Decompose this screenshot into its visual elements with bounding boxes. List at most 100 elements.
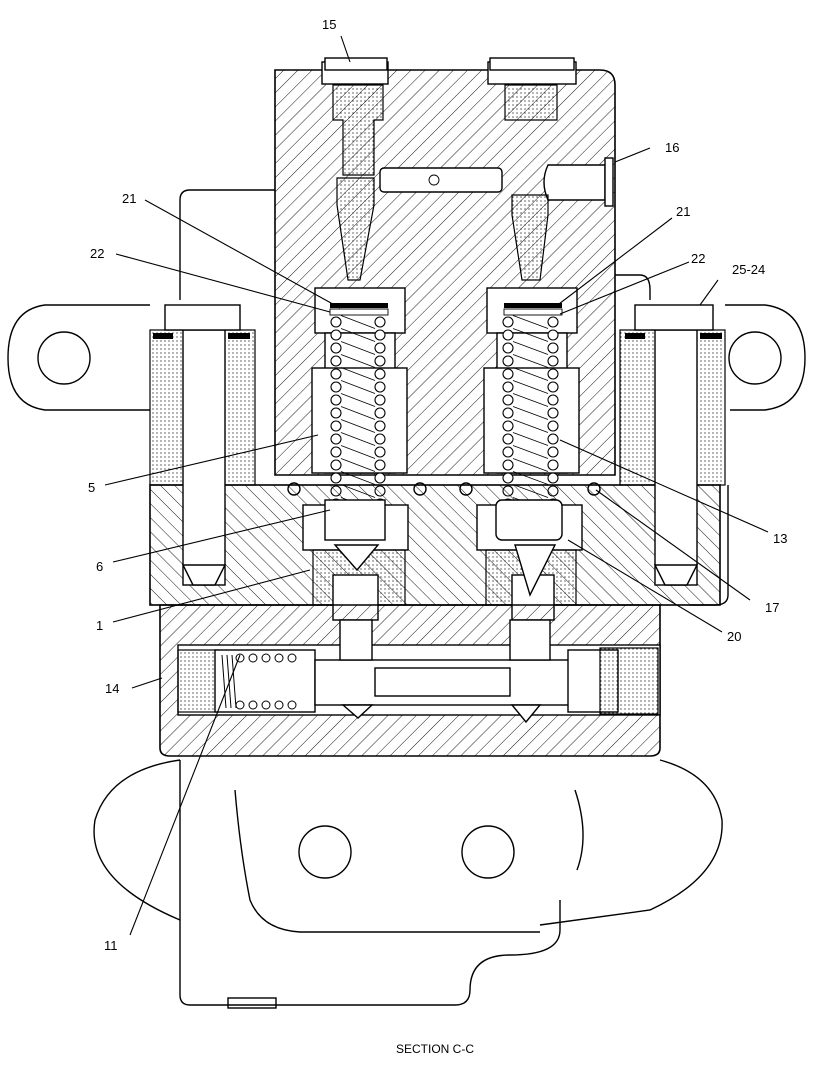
spring-coil — [248, 653, 258, 663]
spring-coil — [547, 394, 559, 406]
spring-coil — [248, 700, 258, 710]
spring-coil — [330, 316, 342, 328]
callout-22-right: 22 — [691, 251, 705, 266]
spring-coil — [502, 420, 514, 432]
spring-coil — [502, 329, 514, 341]
spring-coil — [547, 329, 559, 341]
spring-wire — [340, 419, 376, 433]
spring-coil — [287, 700, 297, 710]
spring-coil — [547, 381, 559, 393]
spring-coil — [330, 420, 342, 432]
spring-coil — [374, 472, 386, 484]
spring-coil — [330, 394, 342, 406]
callout-21-left: 21 — [122, 191, 136, 206]
spring-coil — [330, 446, 342, 458]
spring-coil — [287, 653, 297, 663]
spring-coil — [330, 342, 342, 354]
spring-wire — [340, 432, 376, 446]
callout-25-24: 25-24 — [732, 262, 765, 277]
spring-wire — [512, 419, 549, 433]
spring-wire — [512, 471, 549, 485]
lower-spool-body — [159, 604, 661, 757]
spring-wire — [512, 367, 549, 381]
spring-wire — [340, 328, 376, 342]
spring-coil — [235, 700, 245, 710]
spring-coil — [374, 459, 386, 471]
spring-coil — [274, 700, 284, 710]
spring-coil — [374, 407, 386, 419]
spring-coil — [261, 653, 271, 663]
spring-coil — [374, 355, 386, 367]
ear-hole-left-icon — [37, 331, 91, 385]
callout-14: 14 — [105, 681, 119, 696]
spring-coil — [374, 368, 386, 380]
spring-coil — [374, 316, 386, 328]
spring-wire — [231, 654, 237, 709]
spring-coil — [502, 394, 514, 406]
spring-wire — [340, 445, 376, 459]
spring-coil — [330, 459, 342, 471]
spring-coil — [330, 329, 342, 341]
spring-coil — [330, 355, 342, 367]
spring-coil — [547, 355, 559, 367]
section-caption: SECTION C-C — [396, 1042, 474, 1056]
spring-coil — [330, 433, 342, 445]
spring-coil — [547, 433, 559, 445]
spring-coil — [374, 446, 386, 458]
spring-coil — [330, 472, 342, 484]
spring-coil — [261, 700, 271, 710]
spring-wire — [340, 458, 376, 472]
spring-wire — [340, 315, 376, 329]
spring-coil — [374, 381, 386, 393]
spring-coil — [374, 420, 386, 432]
left-mounting-ear — [7, 189, 275, 411]
upper-valve-body — [274, 61, 616, 476]
spring-coil — [374, 329, 386, 341]
callout-5: 5 — [88, 480, 95, 495]
spring-wire — [512, 406, 549, 420]
spring-wire — [221, 654, 227, 709]
spring-coil — [502, 368, 514, 380]
spring-wire — [340, 380, 376, 394]
spool-spring — [221, 653, 297, 710]
spring-wire — [340, 471, 376, 485]
ear-hole-right-icon — [728, 331, 782, 385]
callout-16: 16 — [665, 140, 679, 155]
spring-coil — [547, 342, 559, 354]
spring-coil — [547, 420, 559, 432]
spring-wire — [340, 341, 376, 355]
callout-20: 20 — [727, 629, 741, 644]
spring-coil — [547, 316, 559, 328]
spring-coil — [330, 407, 342, 419]
spring-wire — [512, 354, 549, 368]
mounting-hole-right-icon — [461, 825, 515, 879]
spring-coil — [374, 342, 386, 354]
top-caps — [324, 57, 575, 71]
spring-coil — [547, 407, 559, 419]
spring-wire — [340, 354, 376, 368]
spring-coil — [502, 355, 514, 367]
spring-coil — [502, 381, 514, 393]
spring-wire — [340, 406, 376, 420]
mounting-hole-left-icon — [298, 825, 352, 879]
callout-1: 1 — [96, 618, 103, 633]
spring-coil — [330, 368, 342, 380]
spring-coil — [374, 394, 386, 406]
spring-wire — [512, 328, 549, 342]
spring-coil — [502, 407, 514, 419]
spring-coil — [330, 381, 342, 393]
spring-wire — [512, 445, 549, 459]
spring-coil — [374, 433, 386, 445]
bracket-outline — [93, 759, 723, 1009]
middle-body — [149, 304, 726, 621]
spring-wire — [340, 393, 376, 407]
callout-13: 13 — [773, 531, 787, 546]
spring-coil — [547, 472, 559, 484]
spring-coil — [502, 459, 514, 471]
spring-wire — [512, 315, 549, 329]
spring-wire — [340, 367, 376, 381]
callout-21-right: 21 — [676, 204, 690, 219]
spring-wire — [512, 380, 549, 394]
spring-coil — [502, 342, 514, 354]
